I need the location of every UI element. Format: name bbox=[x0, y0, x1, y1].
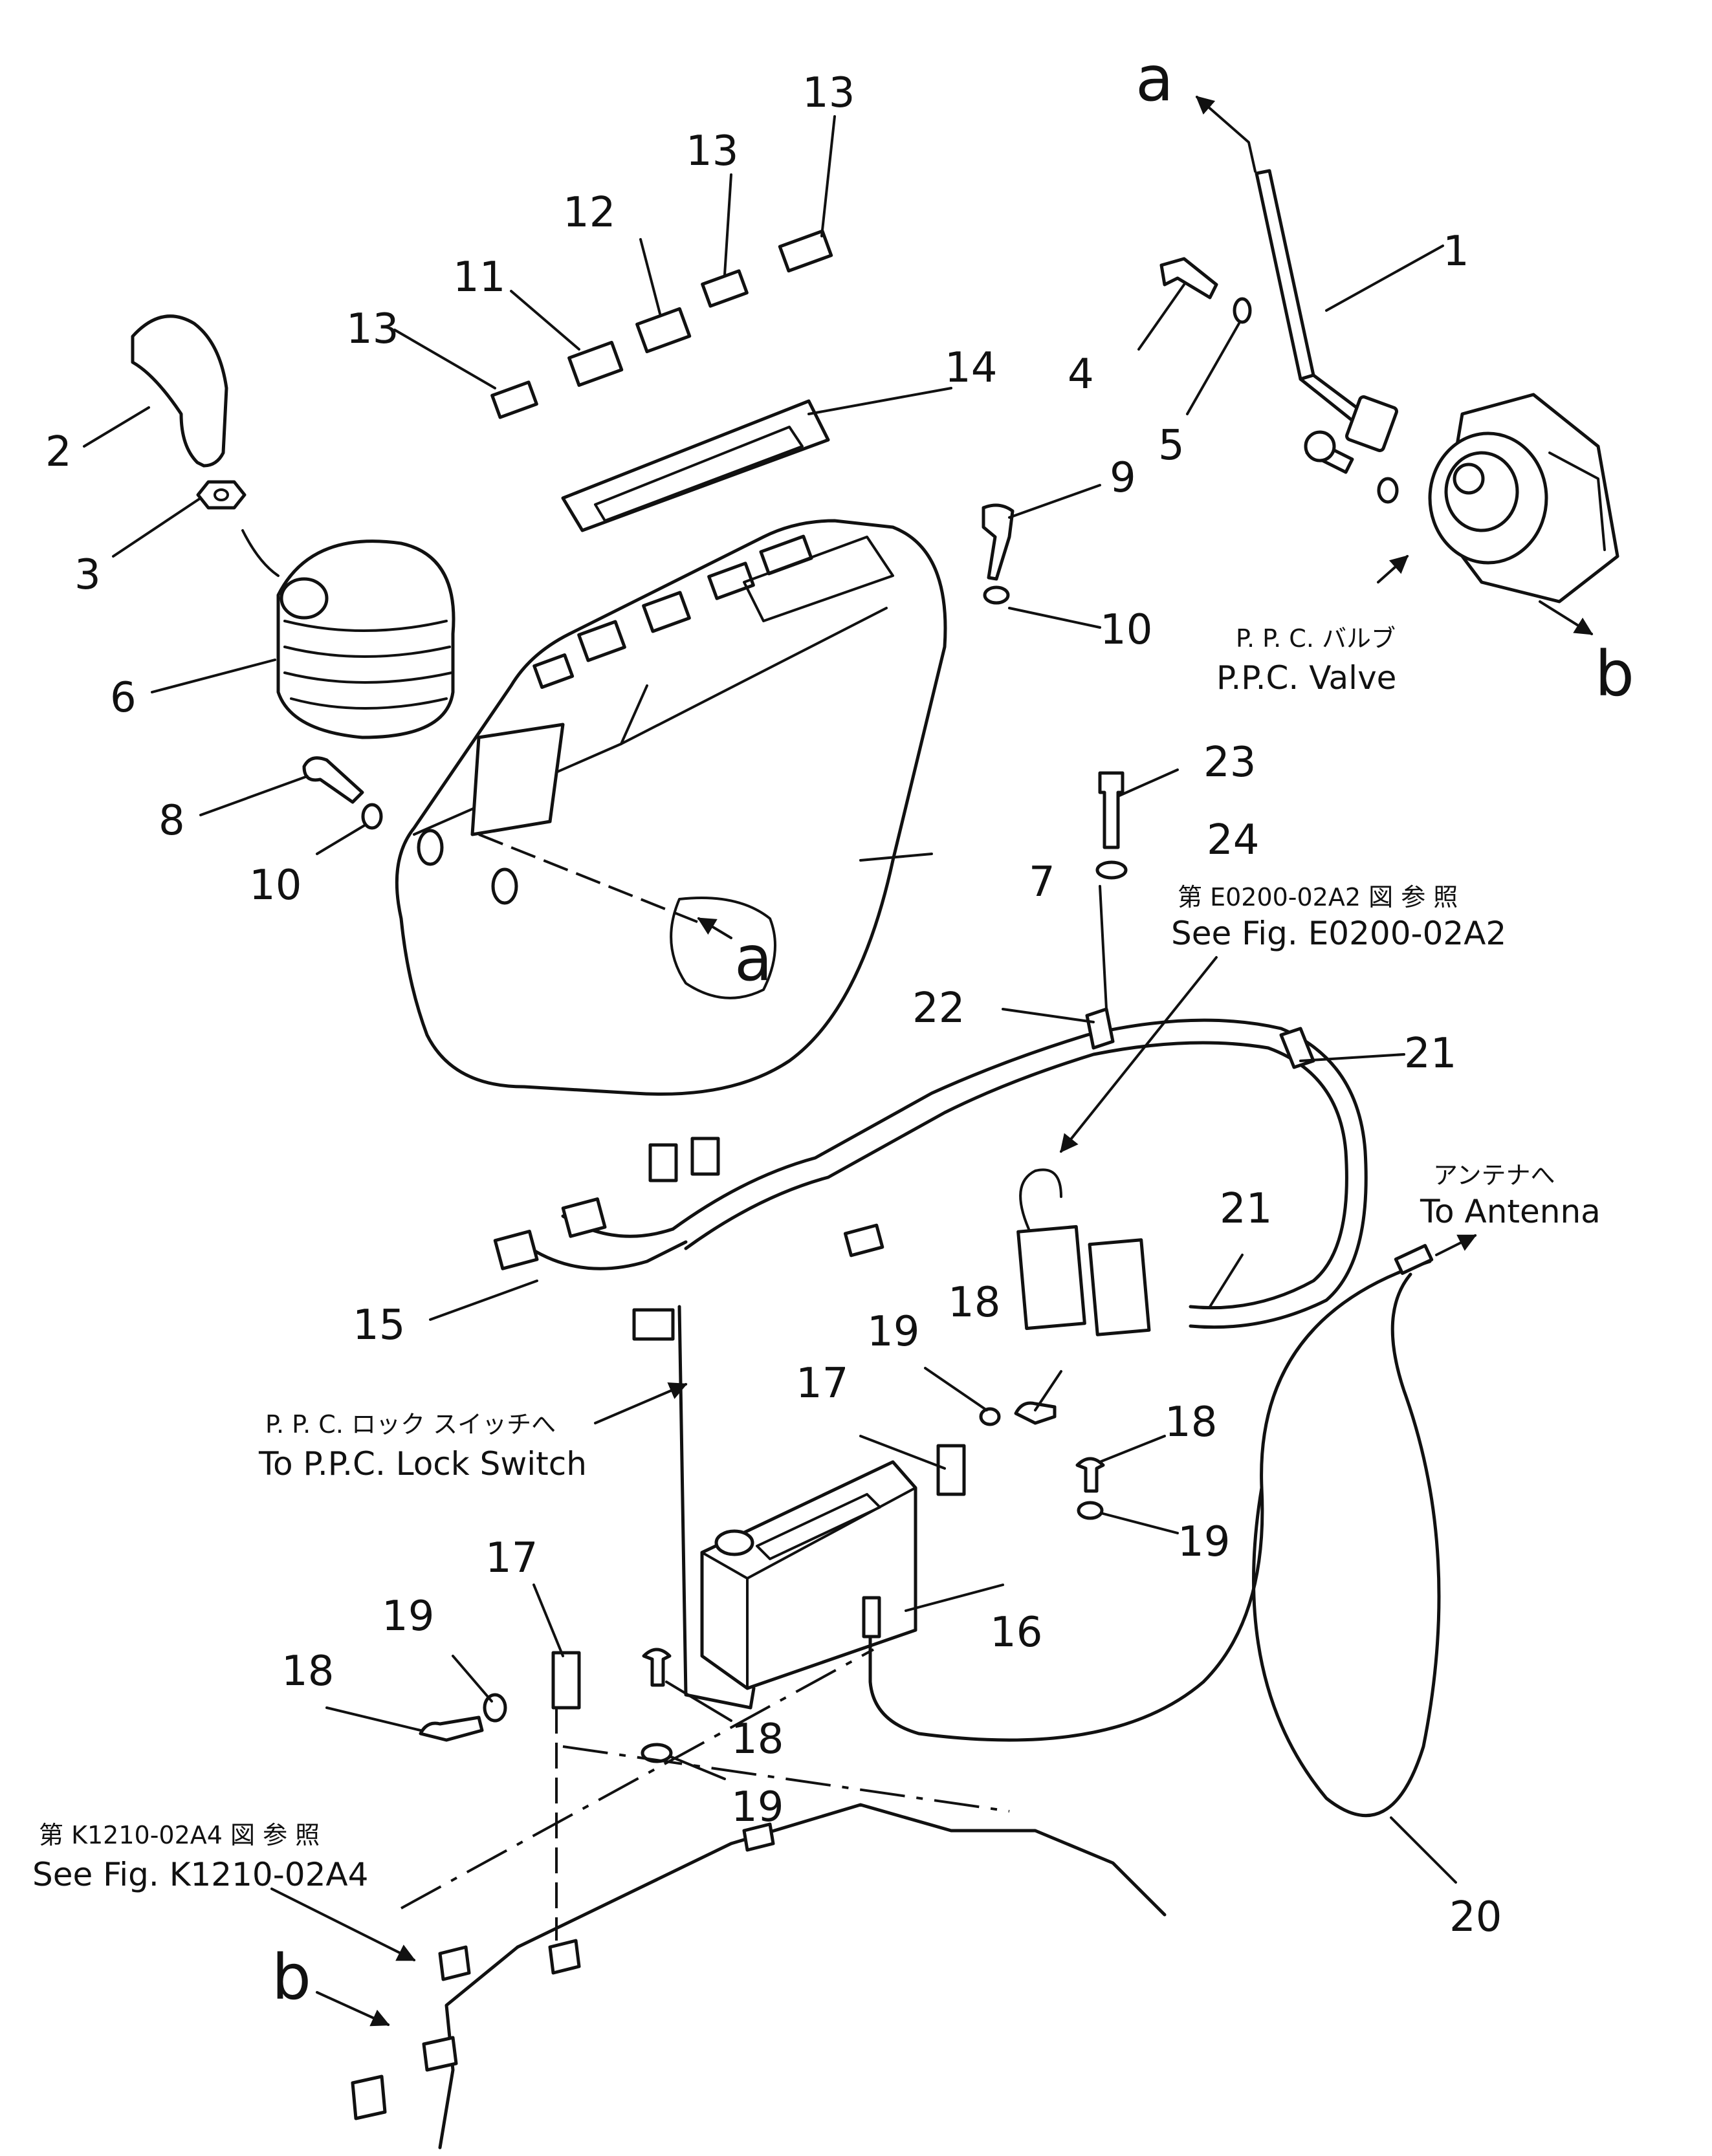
bolts-washers bbox=[302, 257, 1252, 880]
callout-6: 6 bbox=[110, 674, 137, 722]
callout-19c: 19 bbox=[382, 1593, 434, 1640]
callout-1: 1 bbox=[1443, 228, 1469, 276]
callout-11: 11 bbox=[453, 254, 505, 301]
antenna-jp: アンテナへ bbox=[1433, 1161, 1555, 1190]
callout-17a: 17 bbox=[796, 1360, 848, 1408]
callout-2: 2 bbox=[45, 428, 72, 476]
callout-13c: 13 bbox=[346, 305, 399, 353]
callout-23: 23 bbox=[1203, 739, 1256, 787]
part-6-boot bbox=[241, 529, 455, 739]
ppc-valve-jp: P. P. C. バルブ bbox=[1236, 624, 1396, 653]
callout-13a: 13 bbox=[686, 127, 738, 175]
callout-16: 16 bbox=[990, 1609, 1042, 1657]
callout-4: 4 bbox=[1068, 351, 1094, 398]
callout-3: 3 bbox=[74, 551, 101, 599]
see-fig-k-en: See Fig. K1210-02A4 bbox=[32, 1856, 368, 1893]
lock-switch-en: To P.P.C. Lock Switch bbox=[258, 1445, 587, 1483]
antenna-en: To Antenna bbox=[1420, 1193, 1601, 1230]
callout-18d: 18 bbox=[731, 1715, 784, 1763]
callout-19a: 19 bbox=[867, 1308, 919, 1356]
callout-12: 12 bbox=[563, 189, 615, 237]
part-3-nut bbox=[196, 480, 247, 510]
ppc-valve-en: P.P.C. Valve bbox=[1216, 659, 1396, 697]
callout-15: 15 bbox=[353, 1301, 405, 1349]
callout-19b: 19 bbox=[1178, 1518, 1230, 1566]
callout-10a: 10 bbox=[1100, 606, 1152, 654]
callout-numbers: 1 2 3 4 5 6 7 8 9 10 10 11 12 13 13 13 1… bbox=[45, 69, 1502, 1941]
see-fig-e-jp: 第 E0200-02A2 図 参 照 bbox=[1178, 883, 1458, 911]
ppc-valve bbox=[1304, 393, 1619, 604]
callout-18b: 18 bbox=[1165, 1399, 1217, 1446]
callout-21a: 21 bbox=[1404, 1030, 1456, 1078]
callout-13b: 13 bbox=[802, 69, 855, 117]
callout-17b: 17 bbox=[485, 1534, 538, 1582]
callout-19d: 19 bbox=[731, 1783, 784, 1831]
lock-switch-jp: P. P. C. ロック スイッチへ bbox=[265, 1410, 556, 1439]
callout-18a: 18 bbox=[948, 1279, 1000, 1327]
reference-arrows bbox=[270, 96, 1594, 2027]
letter-a-top: a bbox=[1136, 43, 1174, 115]
harness bbox=[493, 1007, 1368, 1341]
callout-24: 24 bbox=[1207, 816, 1259, 864]
letter-b-left: b bbox=[272, 1941, 311, 2014]
part-17-brackets bbox=[551, 1444, 966, 1710]
leader-lines bbox=[83, 115, 1457, 1884]
switch-caps bbox=[490, 229, 833, 419]
see-fig-k-jp: 第 K1210-02A4 図 参 照 bbox=[39, 1821, 320, 1849]
letter-b-right: b bbox=[1595, 638, 1634, 710]
callout-7: 7 bbox=[1029, 858, 1055, 906]
floor-frame bbox=[351, 1648, 1167, 2150]
callout-5: 5 bbox=[1158, 422, 1185, 470]
notes: P. P. C. バルブ P.P.C. Valve 第 E0200-02A2 図… bbox=[32, 624, 1601, 1893]
callout-9: 9 bbox=[1110, 454, 1136, 502]
see-fig-e-en: See Fig. E0200-02A2 bbox=[1171, 915, 1506, 952]
screws-washers-18-19 bbox=[419, 1401, 1105, 1763]
callout-21b: 21 bbox=[1220, 1185, 1272, 1233]
callout-14: 14 bbox=[945, 344, 997, 392]
callout-10b: 10 bbox=[249, 862, 302, 909]
part-20-antenna-cable bbox=[862, 1244, 1441, 1818]
part-1-lever bbox=[1255, 169, 1398, 452]
callout-18c: 18 bbox=[281, 1648, 334, 1695]
callout-8: 8 bbox=[159, 797, 185, 845]
part-14-plate bbox=[561, 399, 830, 532]
part-7-console-cover bbox=[395, 519, 947, 1096]
connection-letters: a a b b bbox=[272, 43, 1634, 2014]
letter-a-mid: a bbox=[734, 922, 773, 995]
callout-22: 22 bbox=[912, 985, 965, 1032]
callout-20: 20 bbox=[1449, 1893, 1502, 1941]
part-2-knob bbox=[131, 314, 228, 468]
